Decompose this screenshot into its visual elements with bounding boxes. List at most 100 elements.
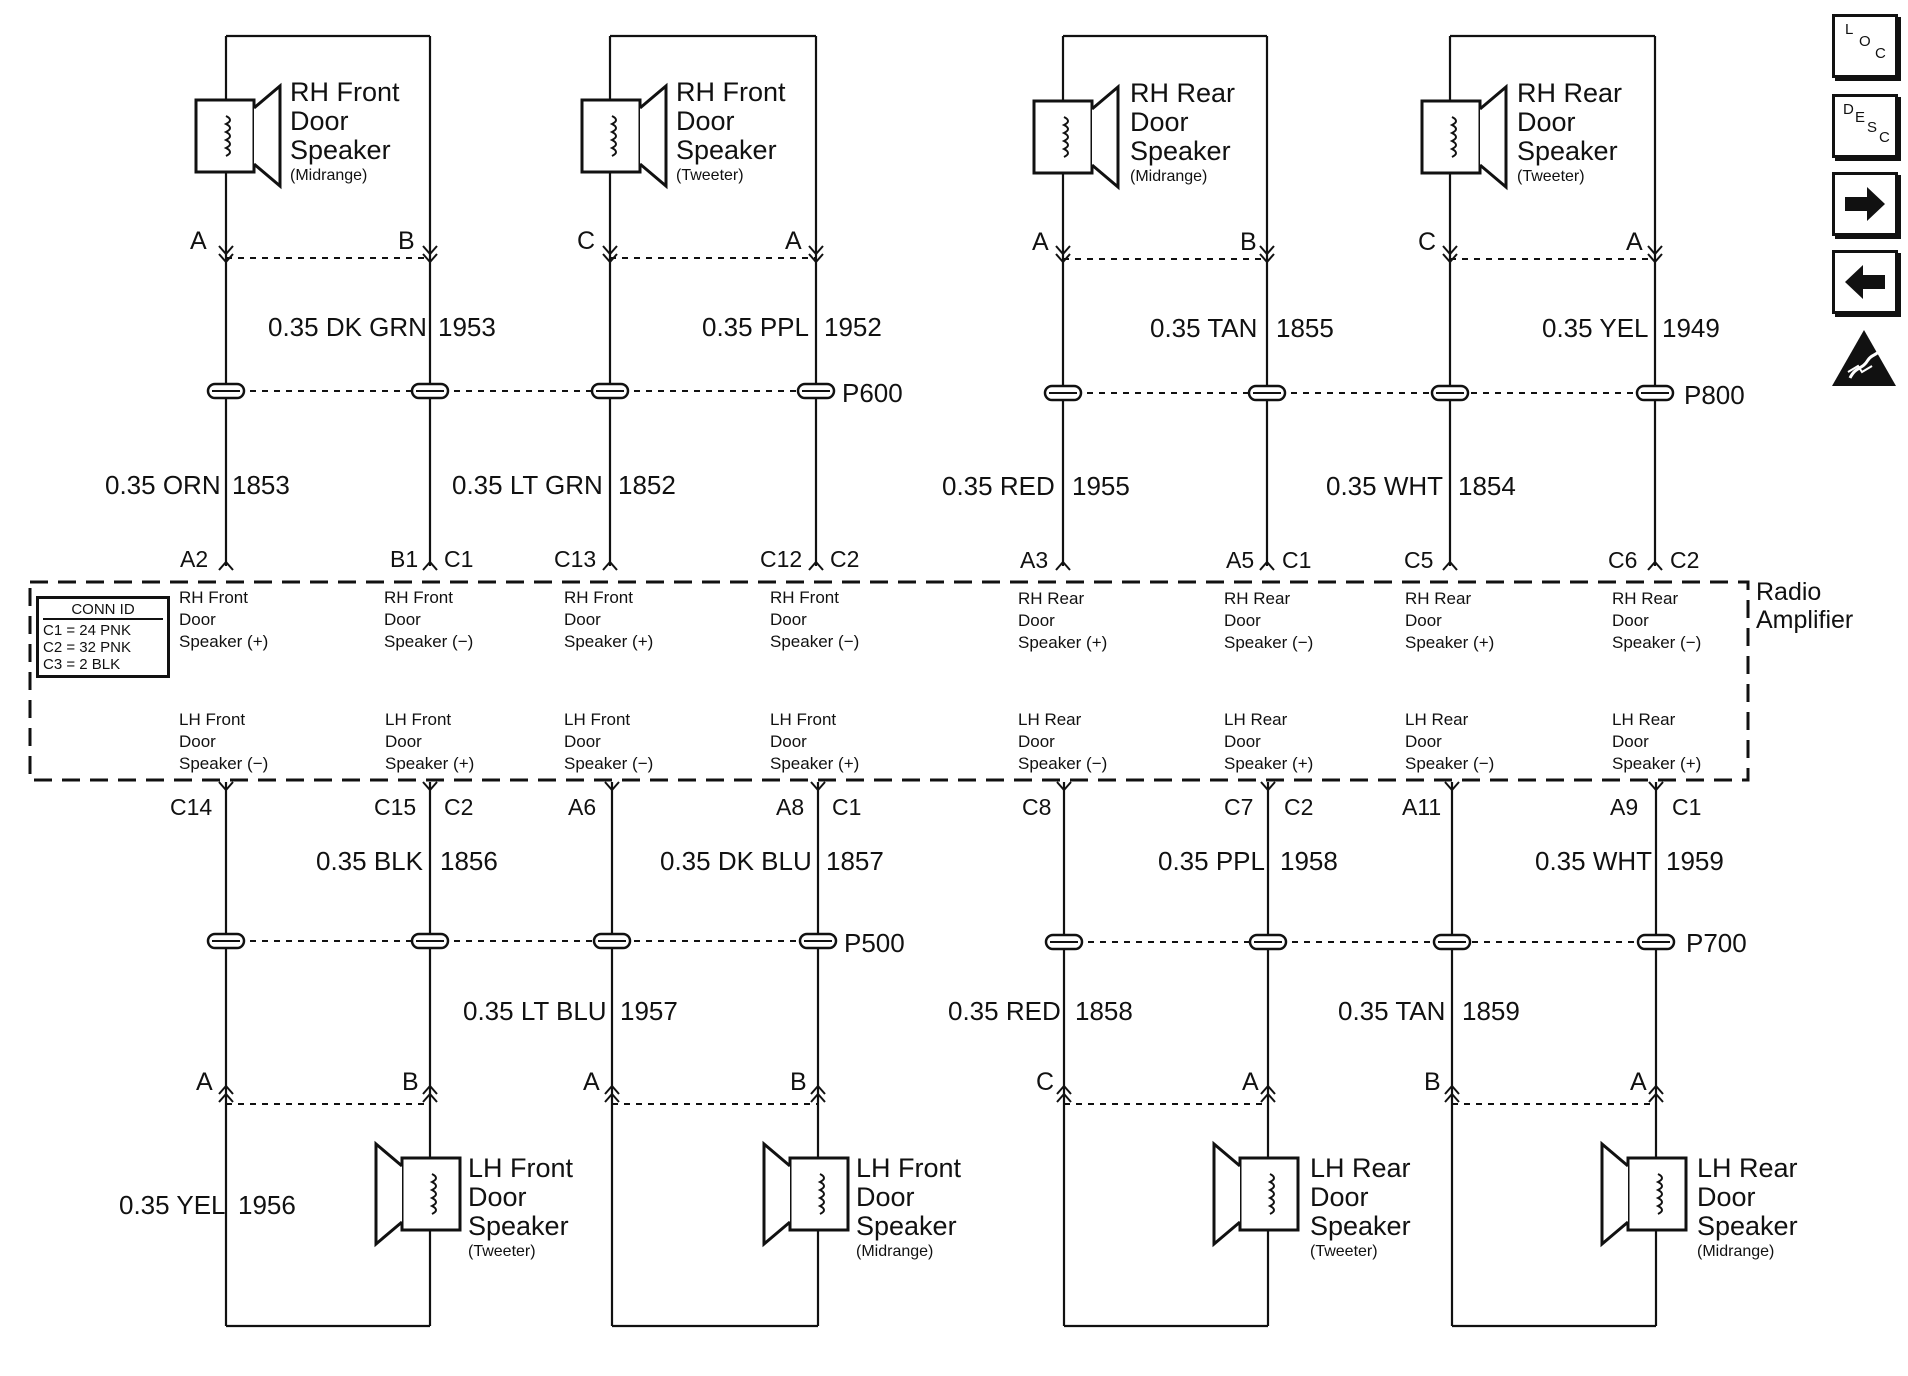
speaker-connector-terminal [422, 1092, 438, 1103]
conn-id-title: CONN ID [43, 601, 163, 620]
wire-circuit-label: 1949 [1662, 313, 1720, 343]
amp-pin-terminal [1056, 781, 1072, 792]
speaker-connector-terminal [1259, 245, 1275, 256]
speaker-connector-terminal [1055, 253, 1071, 264]
amp-pin-terminal [1444, 781, 1460, 792]
wire-circuit-label: 1956 [238, 1190, 296, 1220]
speaker-pin: C [577, 227, 596, 255]
speaker-pin: A [190, 227, 207, 255]
rh-rear-tweeter-speaker-symbol [1420, 83, 1508, 191]
amp-pin: C14 [170, 794, 213, 820]
loc-icon[interactable]: L O C [1832, 14, 1898, 78]
inline-connector-label-p600: P600 [842, 378, 903, 408]
amp-pin: C1 [444, 546, 474, 572]
inline-connector-label-p800: P800 [1684, 380, 1745, 410]
conn-id-row: C2 = 32 PNK [43, 639, 131, 656]
wire-color-label: 0.35 WHT [1326, 471, 1444, 501]
amp-pin: C8 [1022, 794, 1052, 820]
amp-pin: A6 [568, 794, 597, 820]
amp-pin-terminal [1259, 560, 1275, 571]
speaker-connector-terminal [1648, 1084, 1664, 1095]
radio-amplifier-box [28, 580, 1750, 782]
rh-front-midrange-speaker-symbol [194, 82, 282, 190]
amp-pin-terminal [1055, 560, 1071, 571]
wire-color-label: 0.35 RED [942, 471, 1055, 501]
amp-pin: C1 [832, 794, 862, 820]
conn-id-table: CONN ID C1 = 24 PNK C2 = 32 PNK C3 = 2 B… [36, 596, 170, 678]
speaker-connector-terminal [218, 253, 234, 264]
amp-pin: A3 [1020, 547, 1049, 573]
amp-pin: C1 [1282, 547, 1312, 573]
wire-circuit-label: 1855 [1276, 313, 1334, 343]
wire-color-label: 0.35 PPL [1158, 846, 1265, 876]
amp-pin: C1 [1672, 794, 1702, 820]
speaker-connector-terminal [1444, 1092, 1460, 1103]
amp-pin: A5 [1226, 547, 1255, 573]
amp-pin: A11 [1402, 794, 1442, 820]
speaker-pin: B [1424, 1068, 1441, 1096]
wire-circuit-label: 1858 [1075, 996, 1133, 1026]
amp-pin: C2 [830, 546, 860, 572]
speaker-pin: B [790, 1068, 807, 1096]
lh-rear-tweeter-speaker-symbol [1212, 1140, 1300, 1248]
speaker-connector-terminal [1442, 245, 1458, 256]
speaker-connector-terminal [422, 245, 438, 256]
wire-color-label: 0.35 WHT [1535, 846, 1653, 876]
speaker-connector-terminal [1442, 253, 1458, 264]
rh-rear-midrange-speaker-symbol [1032, 83, 1120, 191]
inline-connector-label-p500: P500 [844, 928, 905, 958]
lh-front-midrange-speaker-symbol [762, 1140, 850, 1248]
speaker-connector-terminal [810, 1092, 826, 1103]
amp-pin-terminal [602, 560, 618, 571]
speaker-connector-terminal [808, 253, 824, 264]
back-arrow-icon[interactable] [1832, 250, 1898, 314]
speaker-connector-terminal [1056, 1092, 1072, 1103]
amp-pin-terminal [218, 781, 234, 792]
amp-pin-terminal [422, 560, 438, 571]
rh-front-tweeter-speaker-symbol [580, 82, 668, 190]
amplifier-name: Radio Amplifier [1756, 578, 1854, 634]
speaker-connector-terminal [602, 245, 618, 256]
wire-color-label: 0.35 YEL [1542, 313, 1649, 343]
speaker-connector-terminal [1260, 1092, 1276, 1103]
speaker-pin: A [1626, 228, 1643, 256]
speaker-pin: C [1418, 228, 1437, 256]
next-arrow-icon[interactable] [1832, 172, 1898, 236]
wire-color-label: 0.35 DK GRN [268, 312, 427, 342]
wire-circuit-label: 1856 [440, 846, 498, 876]
amp-pin: A2 [180, 546, 209, 572]
wire-circuit-label: 1958 [1280, 846, 1338, 876]
esd-warning-icon [1828, 326, 1900, 390]
speaker-connector-terminal [1056, 1084, 1072, 1095]
wire-circuit-label: 1957 [620, 996, 678, 1026]
wire-color-label: 0.35 ORN [105, 470, 221, 500]
speaker-pin: A [196, 1068, 213, 1096]
amp-pin-terminal [1442, 560, 1458, 571]
amp-pin-terminal [422, 781, 438, 792]
speaker-connector-terminal [218, 1092, 234, 1103]
amp-pin: C2 [444, 794, 474, 820]
inline-connector-label-p700: P700 [1686, 928, 1747, 958]
speaker-connector-terminal [810, 1084, 826, 1095]
desc-icon[interactable]: D E S C [1832, 94, 1898, 158]
speaker-pin: A [1630, 1068, 1647, 1096]
wire-color-label: 0.35 YEL [119, 1190, 226, 1220]
wire-circuit-label: 1953 [438, 312, 496, 342]
amp-pin: C7 [1224, 794, 1254, 820]
amp-pin: B1 [390, 546, 419, 572]
wire-color-label: 0.35 RED [948, 996, 1061, 1026]
